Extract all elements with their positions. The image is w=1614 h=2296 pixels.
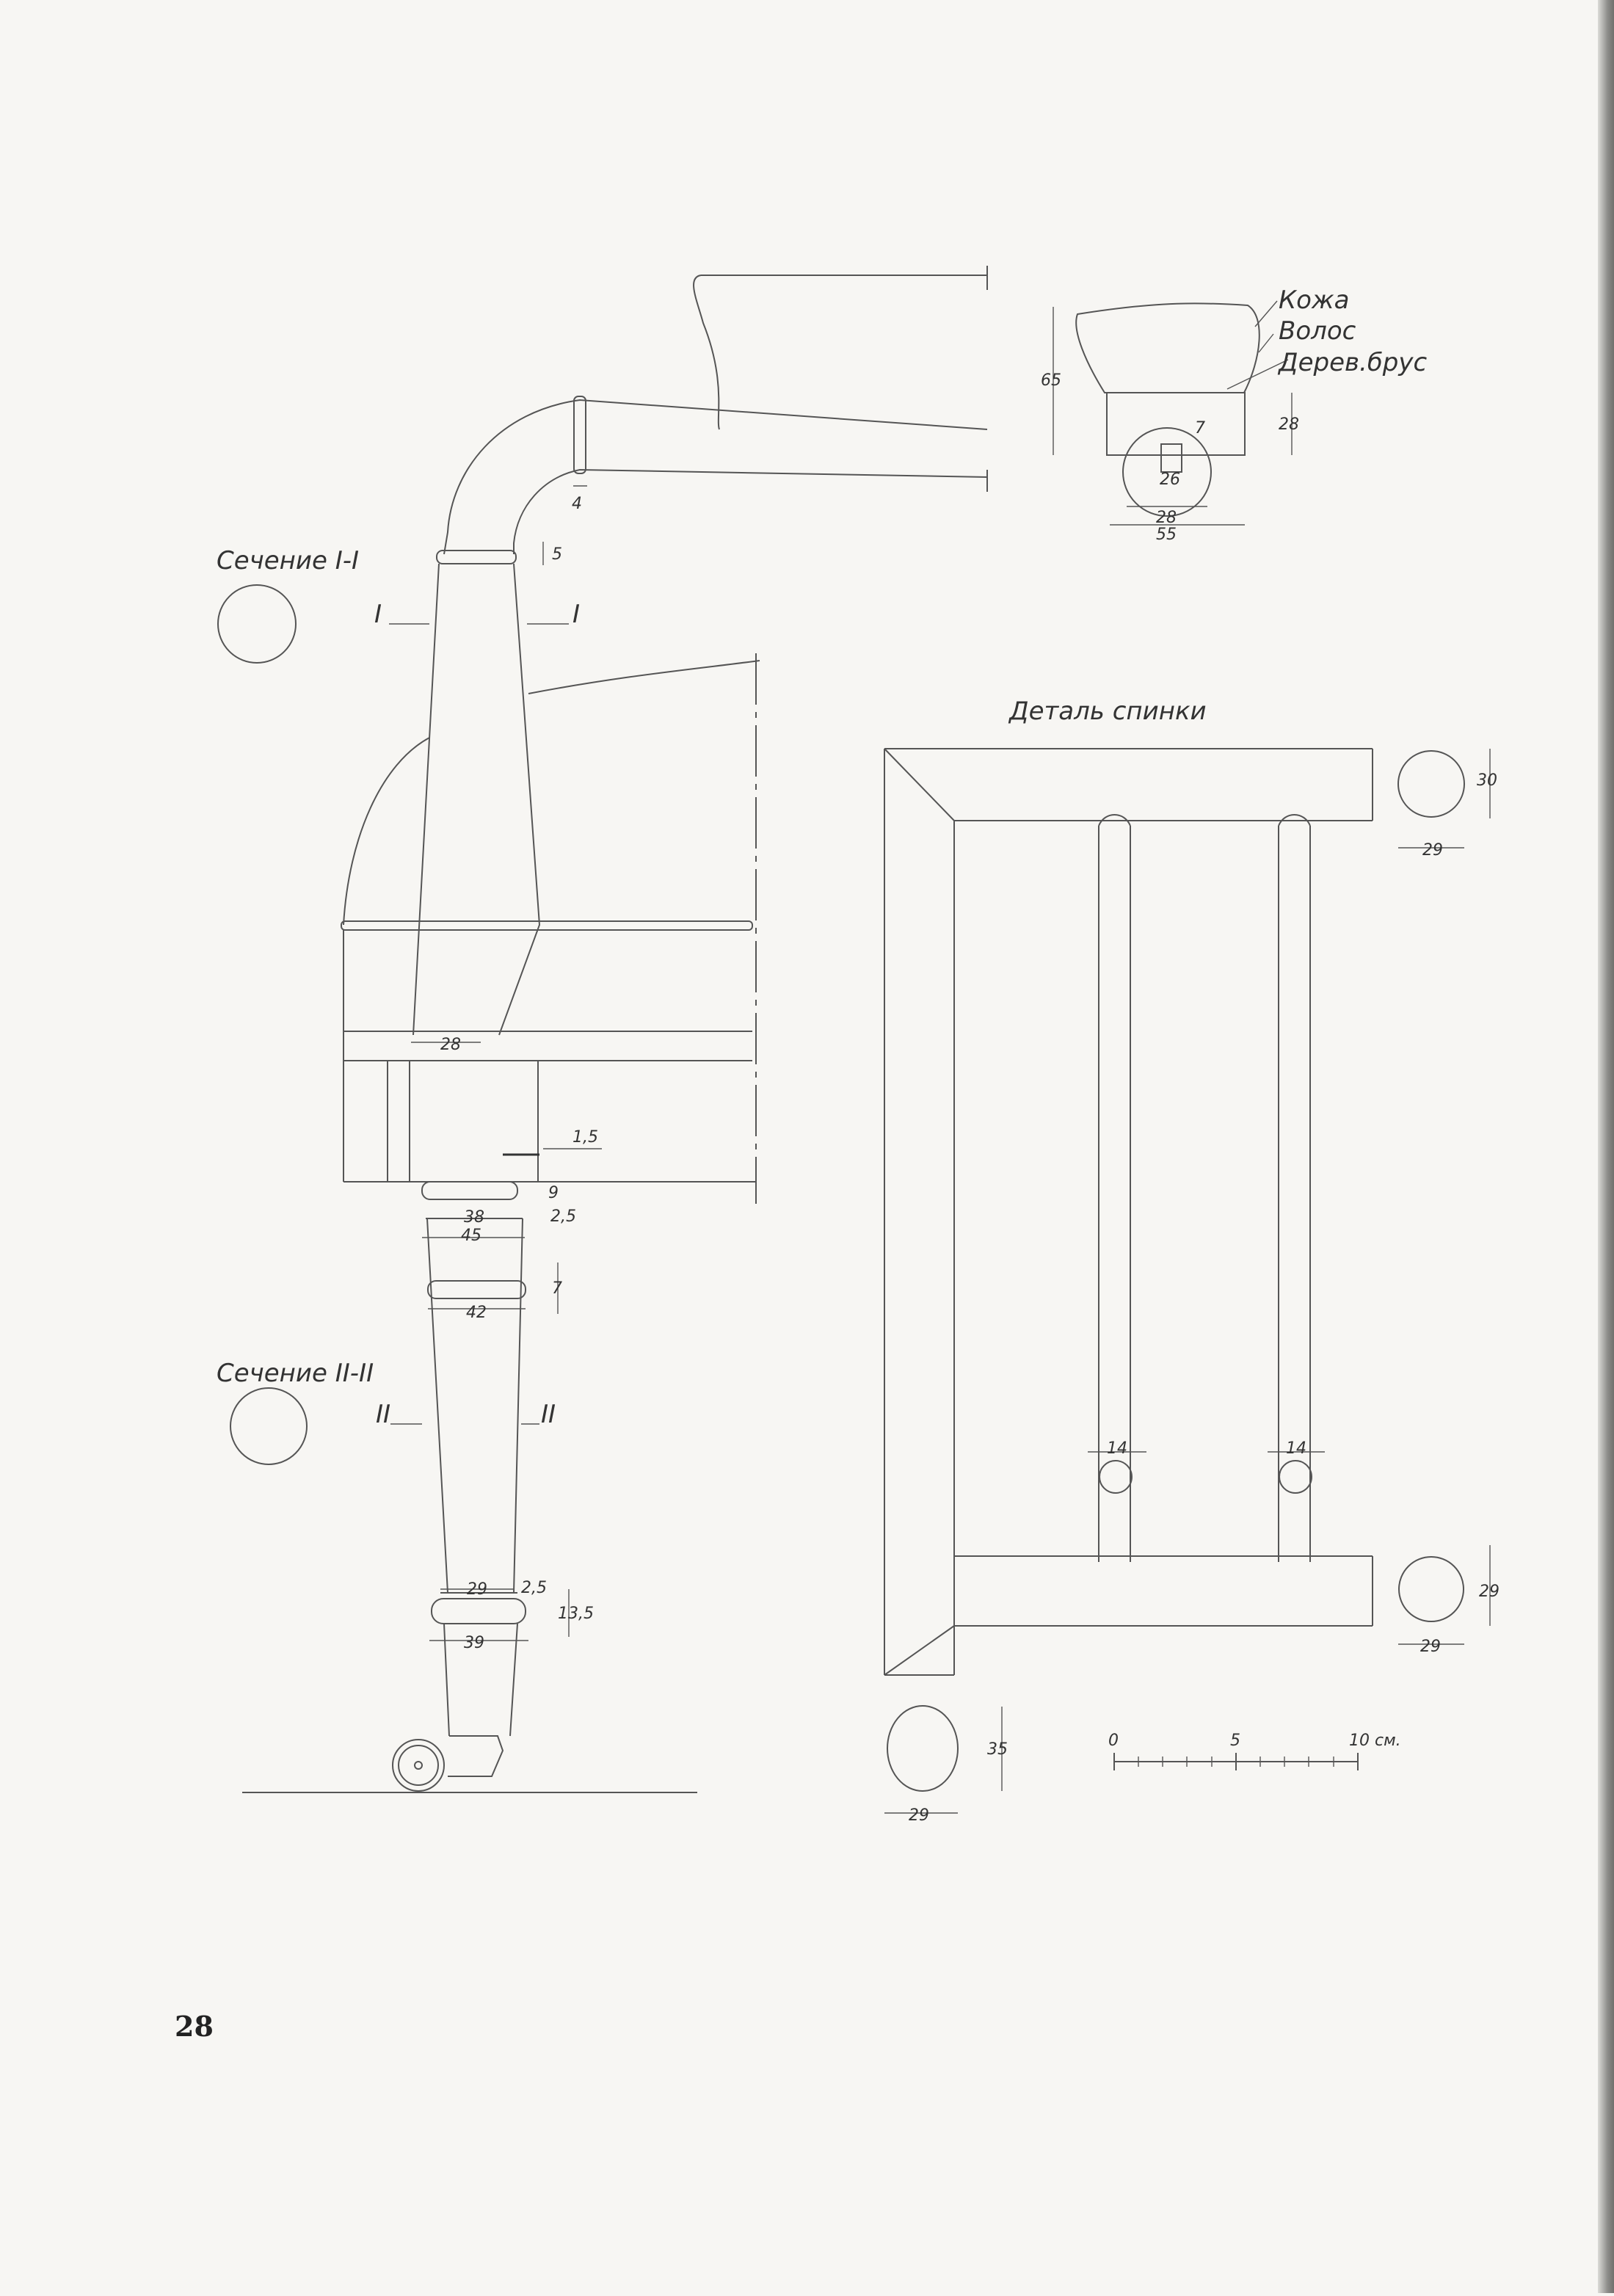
section-2-circle: [230, 1387, 308, 1465]
dim-rail: 1,5: [572, 1128, 598, 1147]
chair-side-view: [242, 266, 988, 1793]
leg-collar: [421, 1181, 518, 1200]
caster-bracket: [448, 1735, 504, 1777]
dim-spindle-right: 14: [1286, 1439, 1306, 1458]
section-1: Сечение I-I I I: [217, 546, 580, 664]
back-top-line: [528, 660, 760, 694]
section-1-circle: [217, 584, 297, 664]
section-2-title: Сечение II-II: [217, 1359, 374, 1388]
dim-arm-gap: 4: [572, 495, 582, 513]
dim-top-h: 30: [1477, 771, 1497, 790]
post-ring: [436, 550, 517, 564]
dim-spindle-left: 14: [1107, 1439, 1127, 1458]
dim-lower-w: 29: [467, 1580, 487, 1599]
armrest-inner-line: [513, 468, 988, 554]
dim-lower-ring: 2,5: [521, 1579, 547, 1597]
armrest-ring: [573, 396, 586, 474]
arm-post: [412, 563, 541, 1036]
bottom-rail-section: [1398, 1556, 1464, 1622]
chair-dimensions: 4 5 28 1,5 9 38 2,5 45 7 42 29 2,5 13,5 …: [411, 485, 602, 1652]
dim-lower-h: 13,5: [558, 1605, 594, 1623]
leg-lower-ring: [431, 1598, 526, 1624]
dim-collar-h: 9: [548, 1184, 559, 1202]
scale-minor-ticks: [1138, 1756, 1334, 1767]
back-spindle-left: [1098, 814, 1131, 1562]
dim-band-w: 42: [466, 1304, 487, 1322]
dim-slot: 7: [1195, 419, 1205, 437]
scale-mid: 5: [1230, 1732, 1240, 1750]
upholstery-leather: [1075, 302, 1260, 393]
section-2: Сечение II-II II II: [217, 1359, 556, 1465]
arm-dowel: [1122, 427, 1212, 517]
dim-oval-w: 29: [909, 1806, 929, 1825]
cut-mark-i-right: I: [572, 600, 580, 629]
page-number: 28: [175, 2010, 214, 2043]
spindle-right-section: [1279, 1460, 1312, 1494]
back-detail: Деталь спинки 14 14 30 29 29 29: [884, 697, 1500, 1825]
cut-mark-ii-right: II: [541, 1400, 556, 1429]
back-spindle-right: [1278, 814, 1311, 1562]
dowel-slot: [1160, 443, 1182, 473]
dim-oval-h: 35: [987, 1740, 1008, 1759]
leg-band: [427, 1280, 526, 1299]
cut-mark-i-left: I: [374, 600, 382, 629]
arm-end-block: [693, 275, 987, 430]
dim-bottom-w: 29: [1420, 1638, 1441, 1656]
dim-collar-outer: 45: [461, 1227, 481, 1245]
dim-outer-width: 55: [1156, 526, 1177, 544]
dim-block-height: 28: [1279, 415, 1299, 434]
dim-collar-ring: 2,5: [550, 1207, 576, 1226]
seat-cushion-dome: [343, 737, 430, 926]
leg-taper: [426, 1218, 523, 1594]
dim-top-w: 29: [1422, 841, 1443, 860]
stile-oval-section: [887, 1705, 959, 1792]
armrest-outer-line: [443, 399, 988, 555]
section-1-title: Сечение I-I: [217, 546, 359, 575]
dim-dowel: 26: [1160, 471, 1180, 489]
cut-mark-ii-left: II: [376, 1400, 390, 1429]
seat-piping: [341, 920, 753, 931]
dim-bottom-h: 29: [1479, 1583, 1500, 1601]
leg-foot: [443, 1623, 518, 1737]
dim-inner-width: 28: [1156, 509, 1177, 527]
dim-band-h: 7: [552, 1279, 562, 1298]
label-leather: Кожа: [1279, 286, 1349, 315]
arm-cross-section: Кожа Волос Дерев.брус 65 28 7 26 28 55: [1041, 286, 1427, 544]
label-hair: Волос: [1279, 316, 1356, 346]
label-wood-bar: Дерев.брус: [1277, 348, 1427, 377]
dim-foot-w: 39: [464, 1634, 484, 1652]
dim-ring-top: 5: [552, 545, 562, 564]
scale-bar: 0 5 10 см.: [1108, 1732, 1401, 1770]
caster-wheel: [392, 1739, 445, 1792]
top-rail-section: [1397, 750, 1465, 818]
page-edge-shadow: [1598, 0, 1614, 2293]
wood-block: [1106, 392, 1246, 456]
back-detail-title: Деталь спинки: [1008, 697, 1207, 726]
dim-collar-w: 38: [464, 1208, 484, 1227]
scale-zero: 0: [1108, 1732, 1119, 1750]
dim-arm-width: 28: [440, 1036, 461, 1054]
spindle-left-section: [1099, 1460, 1133, 1494]
dim-section-height: 65: [1041, 371, 1061, 390]
scale-end: 10 см.: [1349, 1732, 1401, 1750]
